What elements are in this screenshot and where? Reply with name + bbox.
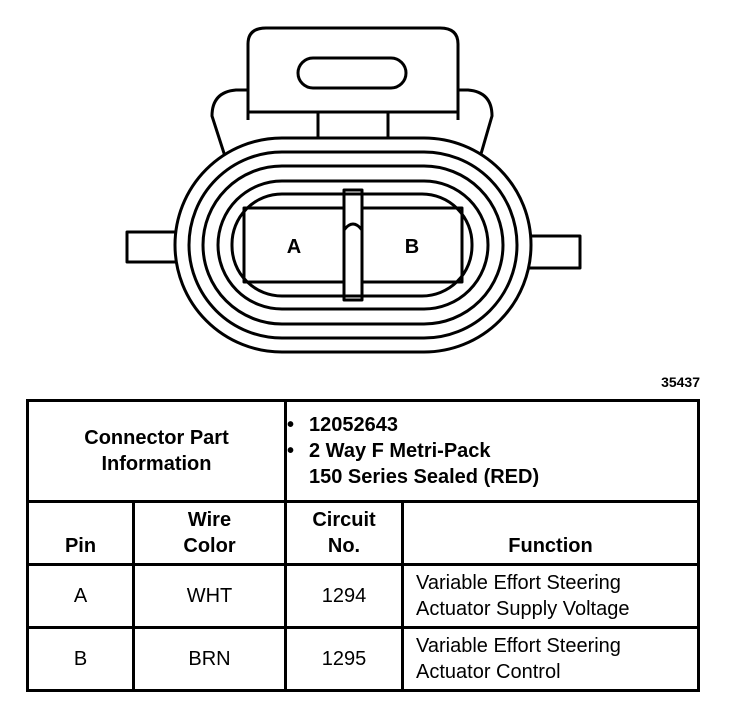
bullet-icon: •	[287, 414, 295, 436]
cavity-a	[242, 206, 346, 284]
function-cell: Variable Effort Steering Actuator Supply…	[401, 563, 700, 629]
figure-reference-number: 35437	[661, 374, 700, 390]
part-info-row: Connector Part Information • 12052643 • …	[26, 399, 700, 503]
header-function-label: Function	[508, 535, 593, 557]
seal-ring-outer	[187, 150, 519, 340]
seal-ring-middle	[201, 164, 505, 326]
tab-release-slot	[296, 56, 408, 90]
connector-info-table: Connector Part Information • 12052643 • …	[26, 399, 700, 692]
header-circuit-no: Circuit No.	[284, 500, 404, 566]
circuit-cell: 1295	[284, 626, 404, 692]
cavity-a-label: A	[287, 236, 301, 258]
part-number: 12052643	[309, 414, 398, 436]
part-info-label-line1: Connector Part	[84, 427, 229, 449]
circuit-cell: 1294	[284, 563, 404, 629]
right-flange	[522, 234, 582, 270]
header-pin-label: Pin	[64, 535, 97, 557]
part-description-line2: 150 Series Sealed (RED)	[309, 466, 540, 488]
seal-ring-inner	[216, 179, 490, 311]
cavity-block	[230, 192, 474, 298]
wire-color-cell: WHT	[132, 563, 287, 629]
header-wire-color: Wire Color	[132, 500, 287, 566]
wire-color-cell: BRN	[132, 626, 287, 692]
function-line1: Variable Effort Steering	[416, 635, 621, 657]
header-wire-color-line2: Color	[183, 535, 236, 557]
part-description-line1: 2 Way F Metri-Pack	[309, 440, 491, 462]
connector-face-diagram: A B	[125, 26, 582, 354]
table-row: B BRN 1295 Variable Effort Steering Actu…	[26, 626, 700, 692]
header-wire-color-line1: Wire	[187, 509, 232, 531]
function-cell: Variable Effort Steering Actuator Contro…	[401, 626, 700, 692]
part-info-label-line2: Information	[101, 453, 212, 475]
connector-shoulder	[210, 88, 494, 179]
connector-part-information-label: Connector Part Information	[26, 399, 287, 503]
table-header-row: Pin Wire Color Circuit No. Function	[26, 500, 700, 566]
header-circuit-line1: Circuit	[312, 509, 376, 531]
function-line2: Actuator Control	[416, 661, 561, 683]
cavity-divider-rib	[342, 188, 364, 302]
part-info-details: • 12052643 • 2 Way F Metri-Pack 150 Seri…	[284, 399, 700, 503]
part-description: 2 Way F Metri-Pack 150 Series Sealed (RE…	[309, 438, 697, 490]
header-circuit-line2: No.	[327, 535, 361, 557]
connector-outer-shell	[173, 136, 533, 354]
cavity-b-label: B	[405, 236, 419, 258]
part-description-line: • 2 Way F Metri-Pack 150 Series Sealed (…	[287, 438, 697, 490]
pin-cell: B	[26, 626, 135, 692]
header-function: Function	[401, 500, 700, 566]
locking-tab	[246, 26, 460, 120]
function-line1: Variable Effort Steering	[416, 572, 621, 594]
pin-cell: A	[26, 563, 135, 629]
table-row: A WHT 1294 Variable Effort Steering Actu…	[26, 563, 700, 629]
part-number-line: • 12052643	[287, 412, 697, 438]
cavity-b	[360, 206, 464, 284]
header-pin: Pin	[26, 500, 135, 566]
function-line2: Actuator Supply Voltage	[416, 598, 630, 620]
bullet-icon: •	[287, 440, 295, 462]
